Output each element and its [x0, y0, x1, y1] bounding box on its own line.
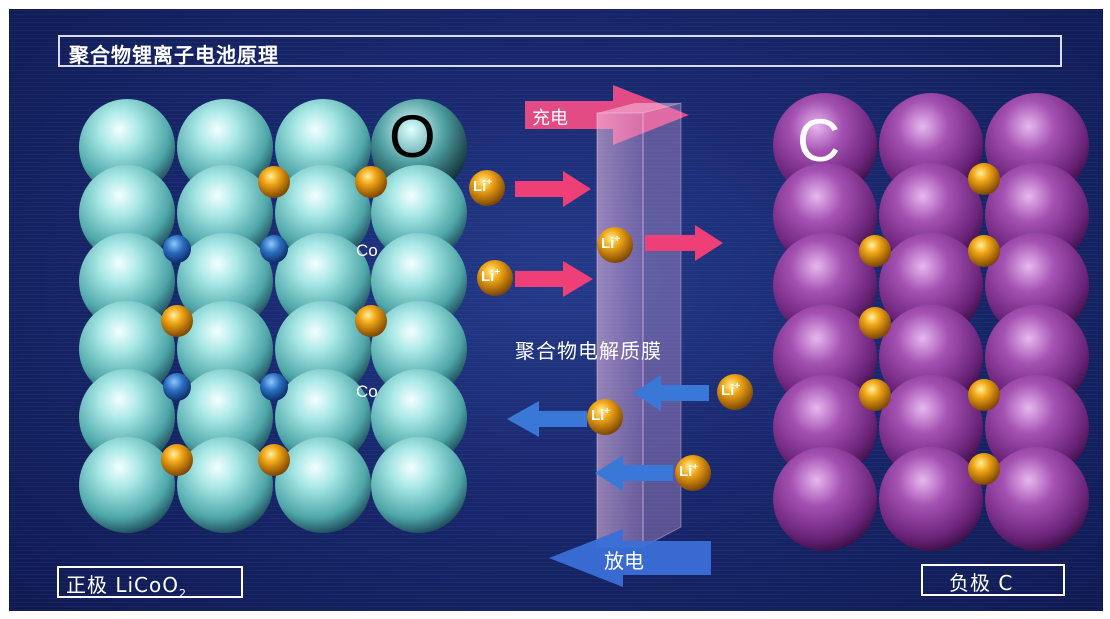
cathode-label-subscript: 2 [179, 587, 187, 600]
membrane-label: 聚合物电解质膜 [515, 339, 662, 363]
anode-label: 负极 C [949, 571, 1014, 595]
oxygen-symbol: O [389, 103, 436, 170]
oxygen-sphere-icon [177, 301, 273, 397]
cathode-lattice [79, 99, 467, 533]
lithium-ion-icon [859, 235, 891, 267]
lithium-ion-icon [587, 399, 623, 435]
lithium-ion-label: Li+ [721, 381, 740, 399]
carbon-sphere-icon [773, 375, 877, 479]
oxygen-sphere-icon [79, 369, 175, 465]
carbon-sphere-icon [985, 233, 1089, 337]
cobalt-atom-icon [260, 235, 288, 263]
diagram-title: 聚合物锂离子电池原理 [69, 43, 279, 67]
lithium-ion-label: Li+ [601, 234, 620, 252]
oxygen-sphere-icon [371, 165, 467, 261]
carbon-symbol: C [797, 107, 841, 174]
lithium-ion-label: Li+ [679, 462, 698, 480]
cathode-label-text: 正极 LiCoO [66, 573, 179, 597]
oxygen-sphere-icon [275, 99, 371, 195]
oxygen-sphere-icon [371, 369, 467, 465]
cobalt-label: Co [356, 382, 378, 401]
carbon-sphere-icon [879, 233, 983, 337]
lithium-ion-icon [477, 260, 513, 296]
lithium-charge: + [604, 406, 611, 417]
cobalt-atom-icon [163, 235, 191, 263]
oxygen-sphere-icon [79, 437, 175, 533]
lithium-ion-icon [161, 444, 193, 476]
carbon-sphere-icon [773, 233, 877, 337]
lithium-ion-icon [258, 166, 290, 198]
carbon-sphere-icon [879, 375, 983, 479]
discharge-arrow-icon [549, 529, 711, 587]
lithium-ion-icon [597, 227, 633, 263]
oxygen-sphere-icon [371, 99, 467, 195]
lithium-ion-icon [469, 170, 505, 206]
cobalt-atom-icon [260, 373, 288, 401]
lithium-symbol: Li [591, 407, 605, 424]
anode-label-box [921, 564, 1065, 596]
lithium-symbol: Li [679, 463, 693, 480]
discharge-ion-arrows [507, 375, 709, 491]
cathode-label-box [57, 566, 243, 598]
lithium-charge: + [734, 381, 741, 392]
lithium-symbol: Li [481, 268, 495, 285]
oxygen-sphere-icon [79, 301, 175, 397]
carbon-sphere-icon [985, 375, 1089, 479]
lithium-ion-label: Li+ [481, 267, 500, 285]
oxygen-sphere-icon [79, 165, 175, 261]
lithium-charge: + [614, 234, 621, 245]
lithium-charge: + [692, 462, 699, 473]
oxygen-sphere-icon [177, 437, 273, 533]
oxygen-sphere-icon [79, 233, 175, 329]
lithium-ion-icon [161, 305, 193, 337]
lithium-ion-icon [355, 305, 387, 337]
carbon-sphere-icon [879, 447, 983, 551]
lithium-symbol: Li [601, 235, 615, 252]
carbon-sphere-icon [773, 447, 877, 551]
lithium-ion-label: Li+ [473, 177, 492, 195]
charge-label: 充电 [532, 108, 568, 129]
oxygen-sphere-icon [275, 301, 371, 397]
oxygen-sphere-icon [275, 369, 371, 465]
oxygen-sphere-icon [177, 165, 273, 261]
title-box [58, 35, 1062, 67]
lithium-ion-icon [859, 307, 891, 339]
oxygen-sphere-icon [79, 99, 175, 195]
lithium-symbol: Li [473, 178, 487, 195]
membrane-panel-icon [596, 102, 682, 548]
lithium-ion-icon [968, 453, 1000, 485]
battery-diagram [79, 85, 1089, 587]
lithium-ion-icon [968, 379, 1000, 411]
lithium-ion-icon [675, 455, 711, 491]
diagram-frame: 聚合物锂离子电池原理 充电 放电 聚合物电解质膜 O C Co Co 正极 Li… [9, 9, 1103, 611]
oxygen-sphere-icon [275, 233, 371, 329]
charge-ion-arrows [515, 171, 723, 297]
lithium-ion-label: Li+ [591, 406, 610, 424]
discharge-label: 放电 [604, 549, 644, 573]
oxygen-sphere-icon [371, 437, 467, 533]
anode-lattice [773, 93, 1089, 551]
cobalt-atom-icon [163, 373, 191, 401]
cathode-label: 正极 LiCoO2 [66, 569, 187, 600]
lithium-ion-icon [968, 163, 1000, 195]
lithium-ion-icon [355, 166, 387, 198]
oxygen-sphere-icon [275, 437, 371, 533]
lithium-charge: + [486, 177, 493, 188]
lithium-ion-icon [258, 444, 290, 476]
oxygen-sphere-icon [371, 233, 467, 329]
lithium-ion-icon [968, 235, 1000, 267]
lithium-ion-icon [859, 379, 891, 411]
lithium-ion-icon [717, 374, 753, 410]
carbon-sphere-icon [985, 447, 1089, 551]
free-lithium-ions [469, 170, 753, 491]
oxygen-sphere-icon [177, 99, 273, 195]
oxygen-sphere-icon [177, 369, 273, 465]
oxygen-sphere-icon [371, 301, 467, 397]
lithium-symbol: Li [721, 382, 735, 399]
oxygen-sphere-icon [275, 165, 371, 261]
cobalt-label: Co [356, 241, 378, 260]
lithium-charge: + [494, 267, 501, 278]
oxygen-sphere-icon [177, 233, 273, 329]
